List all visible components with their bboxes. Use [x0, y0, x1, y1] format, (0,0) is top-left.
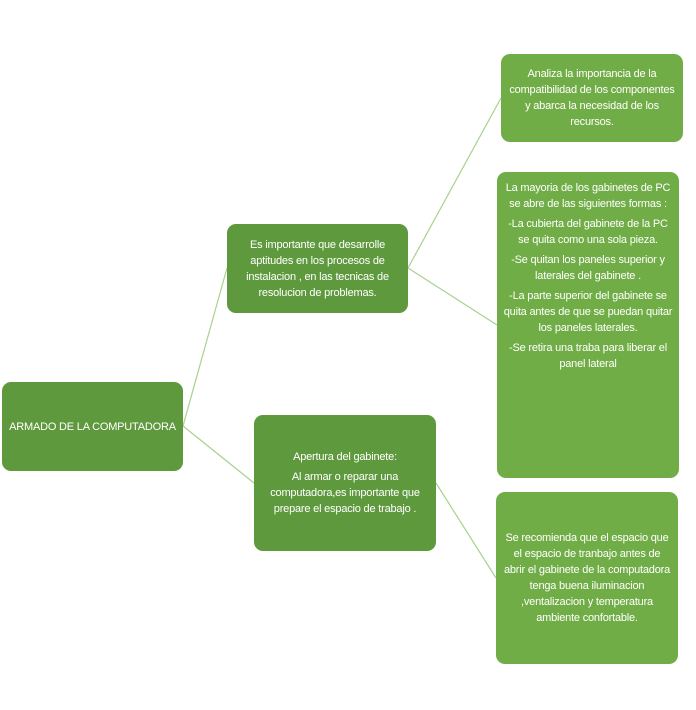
- connector-root-branch2: [182, 425, 255, 484]
- leaf2-paragraph: -Se retira una traba para liberar el pan…: [509, 342, 667, 370]
- connector-root-branch1: [182, 267, 228, 427]
- connector-branch1-leaf1: [407, 97, 502, 269]
- leaf2-paragraph: -Se quitan los paneles superior y latera…: [511, 254, 665, 282]
- leaf-node-gabinetes: La mayoria de los gabinetes de PC se abr…: [497, 172, 679, 478]
- root-text: ARMADO DE LA COMPUTADORA: [9, 420, 176, 433]
- leaf2-paragraph: -La cubierta del gabinete de la PC se qu…: [508, 218, 668, 246]
- connector-branch1-leaf2: [407, 267, 498, 326]
- leaf2-paragraph: -La parte superior del gabinete se quita…: [503, 290, 673, 334]
- leaf1-text: Analiza la importancia de la compatibili…: [509, 68, 675, 128]
- branch2-title: Apertura del gabinete:: [293, 451, 397, 463]
- leaf2-paragraph: La mayoria de los gabinetes de PC se abr…: [505, 182, 671, 210]
- leaf3-text: Se recomienda que el espacio que el espa…: [503, 532, 671, 624]
- branch1-text: Es importante que desarrolle aptitudes e…: [246, 238, 389, 299]
- leaf-node-compatibilidad: Analiza la importancia de la compatibili…: [501, 54, 683, 142]
- root-node: ARMADO DE LA COMPUTADORA: [2, 382, 183, 471]
- branch-node-apertura: Apertura del gabinete: Al armar o repara…: [254, 415, 436, 551]
- leaf-node-espacio: Se recomienda que el espacio que el espa…: [496, 492, 678, 664]
- branch-node-aptitudes: Es importante que desarrolle aptitudes e…: [227, 224, 408, 313]
- branch2-text: Al armar o reparar una computadora,es im…: [270, 471, 420, 515]
- connector-branch2-leaf3: [435, 482, 497, 579]
